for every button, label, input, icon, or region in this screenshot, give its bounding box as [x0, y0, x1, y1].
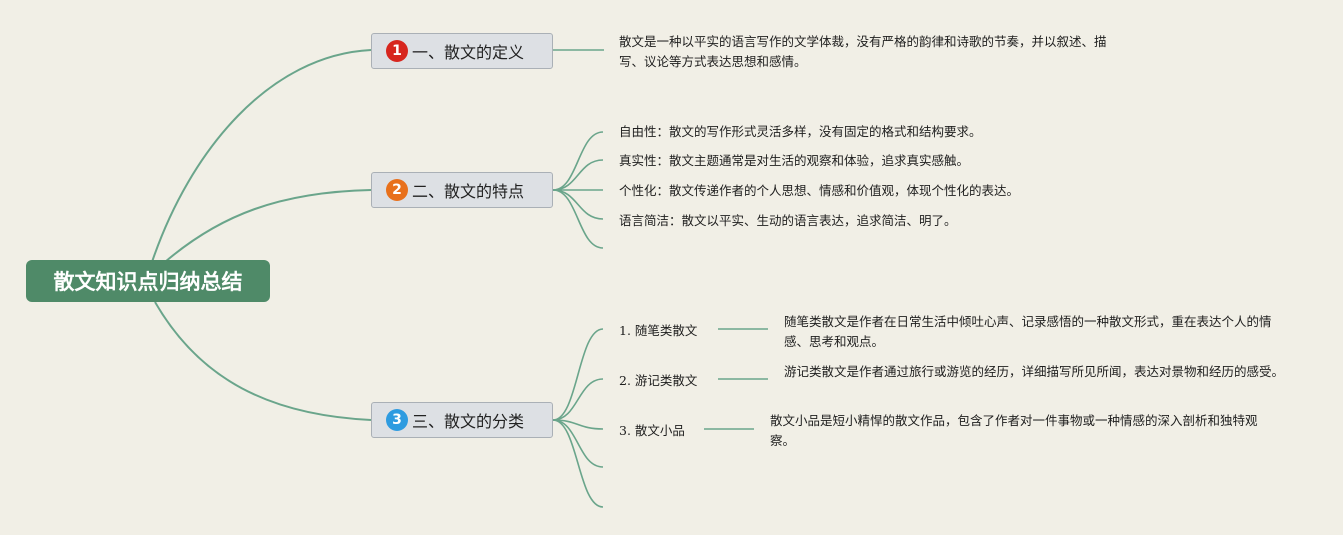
connector-9 [552, 328, 604, 421]
branch-classification[interactable]: 3 三、散文的分类 [371, 402, 553, 438]
connector-7 [552, 189, 604, 220]
root-title: 散文知识点归纳总结 [53, 270, 243, 294]
feature-item: 个性化：散文传递作者的个人思想、情感和价值观，体现个性化的表达。 [619, 183, 1020, 198]
connector-2 [154, 301, 372, 421]
definition-text: 散文是一种以平实的语言写作的文学体裁，没有严格的韵律和诗歌的节奏，并以叙述、描写… [619, 34, 1107, 69]
feature-item: 真实性：散文主题通常是对生活的观察和体验，追求真实感触。 [619, 153, 970, 168]
feature-item: 自由性：散文的写作形式灵活多样，没有固定的格式和结构要求。 [619, 124, 982, 139]
feature-item: 语言简洁：散文以平实、生动的语言表达，追求简洁、明了。 [619, 213, 957, 228]
connector-13 [552, 419, 604, 508]
category-label[interactable]: 1. 随笔类散文 [619, 323, 698, 338]
branch-title: 二、散文的特点 [412, 182, 525, 201]
number-badge-3: 3 [386, 409, 408, 431]
connector-8 [552, 189, 604, 249]
connector-4 [552, 131, 604, 191]
connector-1 [164, 189, 372, 263]
connector-0 [151, 49, 372, 263]
root-topic[interactable]: 散文知识点归纳总结 [26, 260, 270, 302]
number-badge-2: 2 [386, 179, 408, 201]
category-desc: 随笔类散文是作者在日常生活中倾吐心声、记录感悟的一种散文形式，重在表达个人的情感… [784, 314, 1272, 349]
branch-title: 一、散文的定义 [412, 43, 525, 62]
connector-5 [552, 159, 604, 191]
branch-definition[interactable]: 1 一、散文的定义 [371, 33, 553, 69]
category-desc: 散文小品是短小精悍的散文作品，包含了作者对一件事物或一种情感的深入剖析和独特观察… [770, 413, 1258, 448]
category-label[interactable]: 3. 散文小品 [619, 423, 685, 438]
connector-10 [552, 378, 604, 421]
branch-features[interactable]: 2 二、散文的特点 [371, 172, 553, 208]
connector-12 [552, 419, 604, 468]
category-desc: 游记类散文是作者通过旅行或游览的经历，详细描写所见所闻，表达对景物和经历的感受。 [784, 364, 1285, 379]
category-label[interactable]: 2. 游记类散文 [619, 373, 698, 388]
number-badge-1: 1 [386, 40, 408, 62]
branch-title: 三、散文的分类 [412, 412, 525, 431]
